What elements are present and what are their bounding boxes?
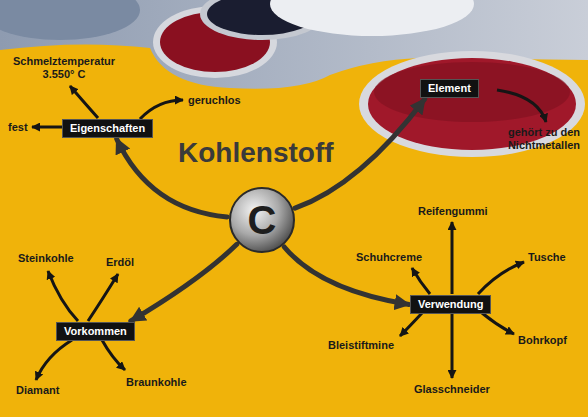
element-circle: C (228, 186, 296, 254)
category-box: Eigenschaften (62, 119, 153, 138)
leaf-label: gehört zu den Nichtmetallen (504, 126, 584, 152)
leader-line (482, 313, 514, 334)
white-plate (270, 0, 474, 36)
leaf-label: Braunkohle (126, 376, 187, 389)
box-text: Eigenschaften (70, 122, 145, 135)
leader-line (478, 262, 524, 294)
leader-line (400, 313, 422, 336)
leaf-label: Tusche (528, 251, 566, 264)
box-text: Element (428, 82, 471, 95)
leader-line (32, 126, 66, 129)
box-text: Verwendung (418, 298, 483, 311)
leader-line (497, 90, 546, 122)
paint-can-blue (0, 0, 140, 40)
curved-arrow (131, 244, 237, 321)
leader-line (412, 268, 430, 294)
leaf-label: geruchlos (188, 94, 241, 107)
category-box: Verwendung (410, 295, 491, 314)
leader-line (48, 271, 78, 321)
diagram-title: Kohlenstoff (178, 137, 334, 169)
category-box: Vorkommen (56, 322, 135, 341)
leaf-label: Bleistiftmine (328, 339, 394, 352)
leaf-label: Erdöl (106, 256, 134, 269)
leaf-label: Schuhcreme (356, 251, 422, 264)
element-symbol: C (228, 186, 296, 254)
leader-line (451, 313, 454, 378)
leader-line (36, 340, 72, 380)
leaf-label: Steinkohle (18, 252, 74, 265)
box-text: Vorkommen (64, 325, 127, 338)
leader-lines (32, 86, 546, 380)
paint-shadow (374, 62, 570, 122)
leaf-label: Glasschneider (414, 383, 490, 396)
leader-line (70, 86, 98, 118)
leaf-label: Schmelztemperatur 3.550° C (6, 55, 122, 81)
category-box: Element (420, 79, 479, 98)
leader-line (140, 100, 183, 119)
yellow-paint (0, 44, 588, 417)
leaf-label: Bohrkopf (518, 334, 567, 347)
leader-line (102, 340, 125, 370)
leader-line (88, 274, 118, 321)
leaf-label: Reifengummi (418, 205, 488, 218)
leader-line (451, 222, 454, 294)
leaf-label: Diamant (16, 384, 59, 397)
leaf-label: fest (8, 121, 28, 134)
